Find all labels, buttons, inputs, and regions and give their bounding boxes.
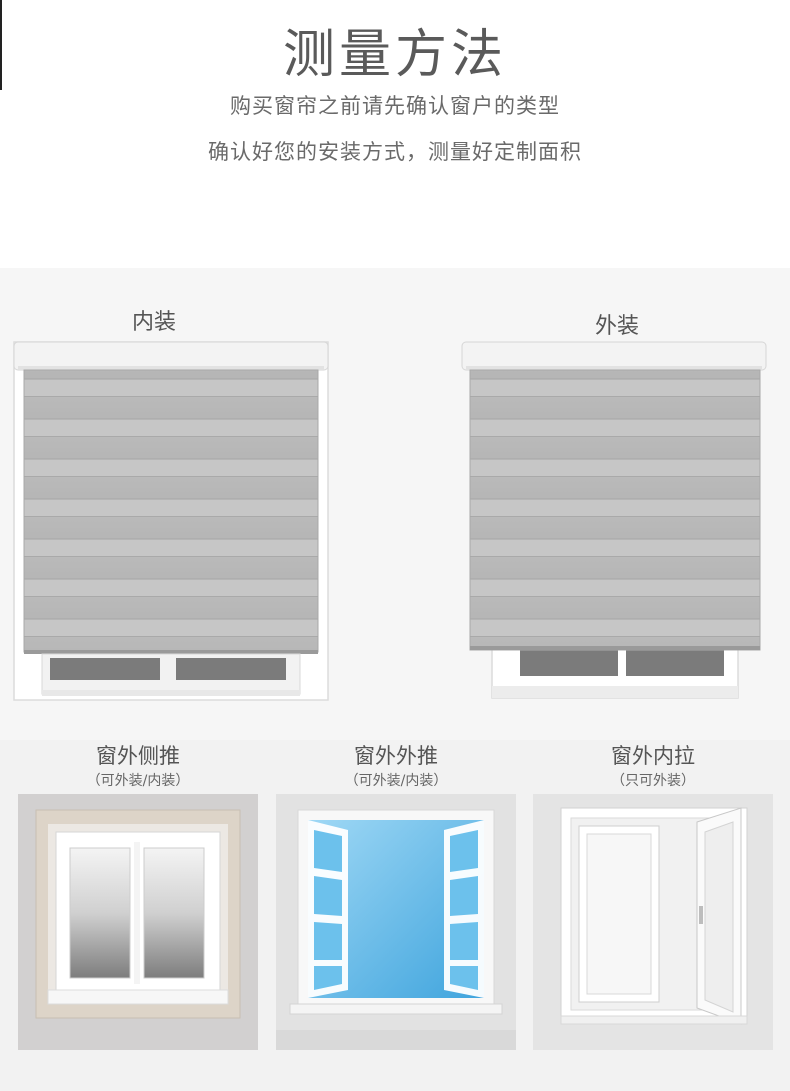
edge-mark bbox=[0, 0, 2, 90]
subtitle-line-1: 购买窗帘之前请先确认窗户的类型 bbox=[230, 94, 560, 118]
window-type-title-side-push: 窗外侧推 bbox=[96, 744, 180, 768]
mount-types-panel: 内装 外装 bbox=[0, 268, 790, 740]
side-push-window-illustration bbox=[18, 794, 258, 1050]
subtitle-line-2: 确认好您的安装方式，测量好定制面积 bbox=[208, 140, 582, 164]
header: 测量方法 购买窗帘之前请先确认窗户的类型 确认好您的安装方式，测量好定制面积 bbox=[0, 0, 790, 260]
inside-mount-blind-illustration bbox=[13, 341, 329, 701]
window-type-note-inward-pull: （只可外装） bbox=[611, 773, 695, 789]
window-type-note-outward-push: （可外装/内装） bbox=[344, 773, 448, 789]
window-types-panel: 窗外侧推 （可外装/内装） 窗外外推 （可外装/内装） 窗外内拉 （只可外装） bbox=[0, 740, 790, 1091]
outside-mount-label: 外装 bbox=[595, 314, 640, 339]
window-type-title-outward-push: 窗外外推 bbox=[354, 744, 438, 768]
inward-pull-window-illustration bbox=[533, 794, 773, 1050]
outward-push-window-illustration bbox=[276, 794, 516, 1050]
window-type-title-inward-pull: 窗外内拉 bbox=[611, 744, 695, 768]
outside-mount-blind-illustration bbox=[461, 341, 767, 699]
window-type-note-side-push: （可外装/内装） bbox=[86, 773, 190, 789]
page-title: 测量方法 bbox=[282, 25, 507, 85]
inside-mount-label: 内装 bbox=[132, 310, 177, 335]
